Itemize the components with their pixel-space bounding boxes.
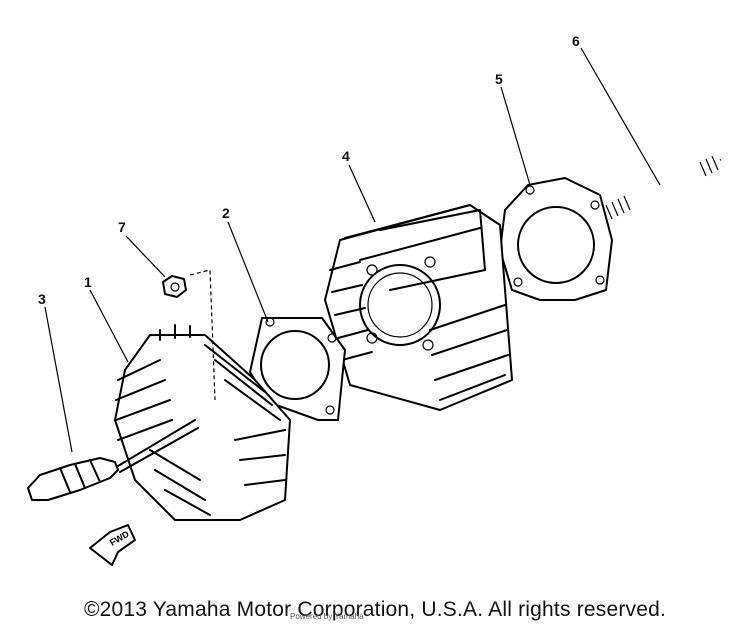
stud-bolt <box>603 155 721 220</box>
callout-2: 2 <box>222 205 230 221</box>
leader-lines <box>44 47 661 453</box>
exploded-parts-diagram: FWD 1 2 3 4 5 6 7 <box>27 33 721 566</box>
watermark: Powered by Yamaha <box>290 612 364 621</box>
callout-4: 4 <box>342 148 350 164</box>
callout-6: 6 <box>572 33 580 49</box>
callout-7: 7 <box>118 219 126 235</box>
cylinder <box>324 204 513 411</box>
callout-3: 3 <box>38 291 46 307</box>
cylinder-head <box>114 324 291 521</box>
spark-plug <box>27 419 199 501</box>
nut <box>162 269 216 401</box>
callout-1: 1 <box>84 274 92 290</box>
callout-5: 5 <box>495 71 503 87</box>
forward-direction-arrow-icon: FWD <box>89 524 136 566</box>
cylinder-base-gasket <box>499 177 613 301</box>
copyright-notice: ©2013 Yamaha Motor Corporation, U.S.A. A… <box>83 598 667 621</box>
